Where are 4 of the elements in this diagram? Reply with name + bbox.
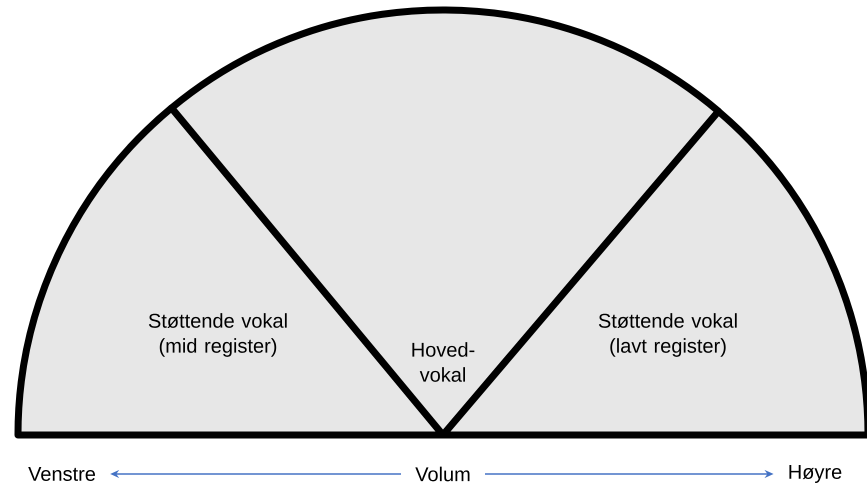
axis-label: Høyre — [789, 465, 842, 483]
axis-label: Volum — [415, 466, 470, 482]
axis-label: Venstre — [28, 467, 96, 481]
node-label: Støttende vokal (lavt register) — [598, 313, 737, 357]
